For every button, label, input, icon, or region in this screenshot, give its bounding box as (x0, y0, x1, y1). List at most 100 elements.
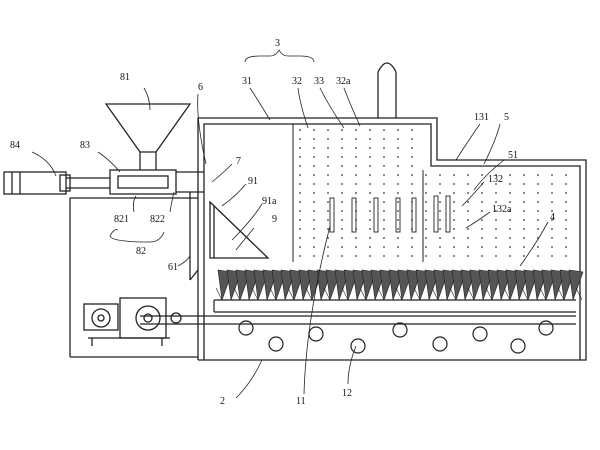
perforation-dot (383, 147, 385, 149)
perforation-dot (537, 174, 539, 176)
internal-partitions (292, 124, 424, 262)
perforation-dot (495, 237, 497, 239)
perforation-dot (509, 201, 511, 203)
perforation-dot (383, 192, 385, 194)
perforation-dot (565, 237, 567, 239)
perforation-dot (327, 165, 329, 167)
perforation-dot (551, 174, 553, 176)
label-3: 3 (275, 38, 280, 49)
perforation-dot (369, 201, 371, 203)
perforation-dot (369, 192, 371, 194)
perforation-dot (439, 183, 441, 185)
perforation-dot (495, 228, 497, 230)
perforation-dot (495, 255, 497, 257)
conveyor-rollers (238, 320, 554, 354)
perforation-dot (523, 210, 525, 212)
perforation-dot (481, 201, 483, 203)
exhaust-pipe (377, 62, 397, 118)
perforation-dot (299, 138, 301, 140)
perforation-dot (481, 174, 483, 176)
perforation-dot (467, 228, 469, 230)
perforation-dot (495, 192, 497, 194)
conveyor-fin-stem (359, 287, 367, 301)
perforation-dot (397, 201, 399, 203)
conveyor-fin-stem (251, 287, 259, 301)
perforation-dot (523, 246, 525, 248)
nozzle-slot (395, 197, 401, 233)
perforation-dot (355, 165, 357, 167)
perforation-dot (313, 183, 315, 185)
perforation-dot (523, 228, 525, 230)
nozzle-slots (329, 195, 451, 233)
perforation-dot (551, 183, 553, 185)
perforation-dot (565, 201, 567, 203)
perforation-dot (355, 174, 357, 176)
perforation-dot (369, 210, 371, 212)
perforation-dot (537, 246, 539, 248)
perforation-dot (453, 210, 455, 212)
perforation-dot (425, 237, 427, 239)
perforation-dot (495, 210, 497, 212)
perforation-dot (327, 246, 329, 248)
perforation-dot (383, 210, 385, 212)
label-84: 84 (10, 140, 20, 151)
perforation-dot (355, 138, 357, 140)
roller (238, 320, 254, 336)
perforation-dot (453, 228, 455, 230)
perforation-dot (439, 174, 441, 176)
perforation-dot (341, 138, 343, 140)
perforation-dot (453, 183, 455, 185)
perforation-dot (509, 183, 511, 185)
perforation-dot (509, 192, 511, 194)
perforation-dot (299, 147, 301, 149)
perforation-dot (467, 210, 469, 212)
perforation-dot (439, 210, 441, 212)
perforation-dot (327, 237, 329, 239)
perforation-dot (481, 228, 483, 230)
conveyor-fin-stem (557, 287, 565, 301)
perforation-dot (397, 156, 399, 158)
perforation-dot (439, 255, 441, 257)
perforation-dot (355, 237, 357, 239)
perforation-dot (327, 138, 329, 140)
label-91a: 91a (262, 196, 277, 207)
perforation-dot (537, 210, 539, 212)
perforation-dot (411, 255, 413, 257)
perforation-dot (425, 246, 427, 248)
perforation-dot (425, 174, 427, 176)
perforation-dot (313, 255, 315, 257)
label-132: 132 (488, 174, 503, 185)
label-51: 51 (508, 150, 518, 161)
perforation-dot (369, 255, 371, 257)
conveyor-fin-stem (395, 287, 403, 301)
label-32: 32 (292, 76, 302, 87)
perforation-dot (397, 237, 399, 239)
conveyor-teeth (215, 269, 584, 301)
perforation-dot (425, 228, 427, 230)
perforation-dot (341, 210, 343, 212)
label-131: 131 (474, 112, 489, 123)
perforation-dot (327, 201, 329, 203)
perforation-dot (523, 183, 525, 185)
perforation-dot (299, 210, 301, 212)
roller (308, 326, 324, 342)
perforation-dot (467, 201, 469, 203)
perforation-dot (495, 201, 497, 203)
part-labels: 3 31 32 33 32a 81 6 84 83 7 91 91a 9 821… (10, 38, 555, 407)
perforation-dot (453, 246, 455, 248)
perforation-dot (481, 192, 483, 194)
perforation-dot (509, 255, 511, 257)
perforation-dot (383, 174, 385, 176)
support-frame (69, 197, 198, 358)
label-822: 822 (150, 214, 165, 225)
perforation-dot (495, 174, 497, 176)
perforation-dot (341, 228, 343, 230)
label-821: 821 (114, 214, 129, 225)
perforation-dot (537, 255, 539, 257)
conveyor-fin-stem (539, 287, 547, 301)
perforation-dot (327, 255, 329, 257)
perforation-dot (369, 228, 371, 230)
perforation-dot (299, 192, 301, 194)
perforation-dot (341, 192, 343, 194)
perforation-dot (369, 147, 371, 149)
